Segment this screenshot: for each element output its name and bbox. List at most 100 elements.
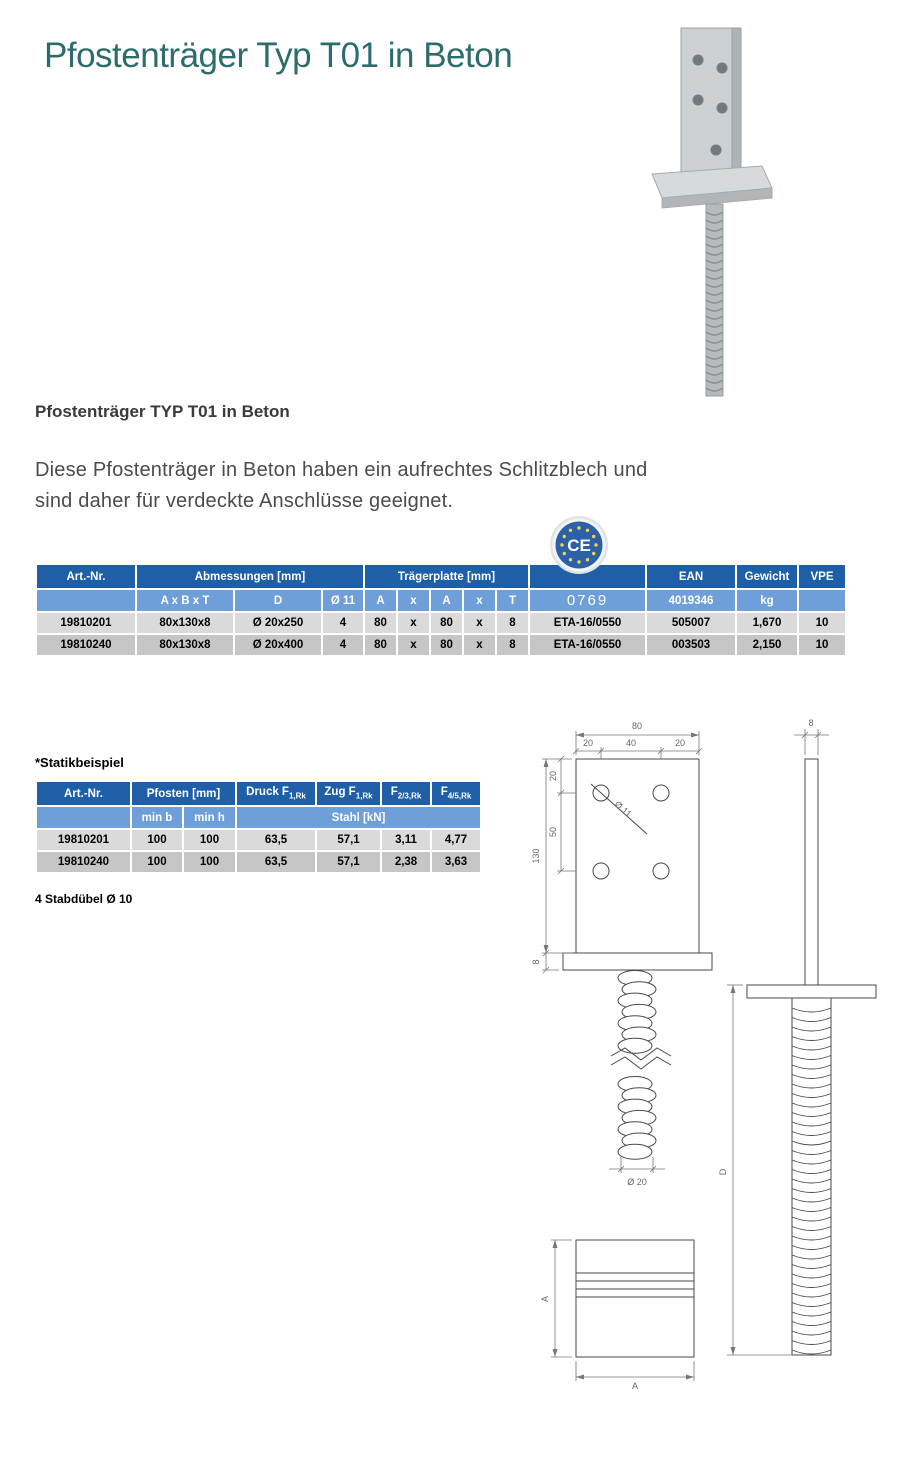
statik-note: 4 Stabdübel Ø 10 [35,892,133,906]
subcell-minh: min h [181,805,238,830]
front-view: 80 20 40 20 130 20 50 8 Ø 11 Ø 20 [531,721,713,1187]
front-dim-arrows [543,732,699,953]
dim-front-height-label: 130 [531,848,541,863]
side-rod-ribs [791,1007,832,1355]
subcell-x1: x [396,588,431,613]
side-view: 8 D [718,718,877,1356]
subcell-notified-body: 0769 [528,588,647,613]
bottom-dim-lines [551,1239,695,1381]
table-row: 19810240 80x130x8 Ø 20x400 4 80 x 80 x 8… [35,633,847,657]
side-base-plate [746,984,877,999]
dim-side-length-label: D [718,1168,728,1175]
technical-drawing: 80 20 40 20 130 20 50 8 Ø 11 Ø 20 [531,718,877,1391]
col-vpe: VPE [797,563,847,590]
front-dim-lines [542,731,703,1173]
cell: 80x130x8 [135,611,235,635]
table-row: 19810201 80x130x8 Ø 20x250 4 80 x 80 x 8… [35,611,847,635]
product-plate-holes [692,54,728,156]
cell: 100 [130,850,184,874]
cell: 100 [130,828,184,852]
dim-bottom-height-label: A [540,1296,550,1302]
cell: 80 [363,633,398,657]
cell: 4 [321,611,365,635]
cell: 10 [797,611,847,635]
dim-bottom-width-label: A [632,1381,638,1391]
col-gewicht: Gewicht [735,563,799,590]
col-traegerplatte: Trägerplatte [mm] [363,563,530,590]
side-dim-arrows [730,985,736,1355]
cell: 3,11 [380,828,433,852]
subcell-a1: A [363,588,398,613]
col-abmessungen: Abmessungen [mm] [135,563,365,590]
cell: 4 [321,633,365,657]
front-rod-coil-lower [617,1076,657,1160]
subcell [797,588,847,613]
subcell-ean-prefix: 4019346 [645,588,737,613]
front-rod-coil-upper [617,970,657,1054]
col-artnr: Art.-Nr. [35,563,137,590]
col-zug: Zug F1,Rk [315,780,383,807]
statik-table: Art.-Nr. Pfosten [mm] Druck F1,Rk Zug F1… [35,780,483,874]
cell: 505007 [645,611,737,635]
dim-front-width-label: 80 [632,721,642,731]
subcell [35,588,137,613]
cell: x [396,633,431,657]
ce-label: CE [567,536,591,555]
cell: 8 [495,611,530,635]
product-image [651,27,773,397]
description-line-2: sind daher für verdeckte Anschlüsse geei… [35,490,454,512]
subcell [35,805,132,830]
side-rod [791,997,832,1356]
cell: x [462,611,497,635]
cell: 8 [495,633,530,657]
cell: 57,1 [315,828,383,852]
front-base-plate [562,952,713,971]
col-druck: Druck F1,Rk [235,780,318,807]
col-pfosten: Pfosten [mm] [129,780,238,807]
bottom-slot-lines [576,1272,694,1298]
product-table: Art.-Nr. Abmessungen [mm] Trägerplatte [… [35,563,847,657]
col-f23: F2/3,Rk [380,780,433,807]
description: Diese Pfostenträger in Beton haben ein a… [35,455,725,517]
cell: 80x130x8 [135,633,235,657]
dim-front-hole-spacing-label: 50 [548,827,558,837]
break-symbol [610,1047,672,1070]
subcell-minb: min b [130,805,184,830]
subcell-d: D [233,588,323,613]
col-ean: EAN [645,563,737,590]
bottom-dim-arrows [552,1240,694,1380]
cell: x [396,611,431,635]
table-row: 19810240 100 100 63,5 57,1 2,38 3,63 [35,850,483,874]
cell: x [462,633,497,657]
product-table-subheader-row: A x B x T D Ø 11 A x A x T 0769 4019346 … [35,588,847,613]
subcell-o11: Ø 11 [321,588,365,613]
cell: 100 [181,850,238,874]
hole-dia-leader-line [590,783,648,835]
cell: 63,5 [235,828,318,852]
cell: ETA-16/0550 [528,633,647,657]
col-artnr: Art.-Nr. [35,780,132,807]
cell: Ø 20x400 [233,633,323,657]
dim-front-seg-mid-label: 40 [626,738,636,748]
subcell-axbxt: A x B x T [135,588,235,613]
statik-header-row: Art.-Nr. Pfosten [mm] Druck F1,Rk Zug F1… [35,780,483,807]
page-title: Pfostenträger Typ T01 in Beton [44,36,513,75]
dim-side-thickness-label: 8 [808,718,813,728]
ce-stars-ring [560,526,598,564]
dim-front-seg-left-label: 20 [583,738,593,748]
bottom-plate-outline [575,1239,695,1358]
statik-subheader-row: min b min h Stahl [kN] [35,805,483,830]
subcell-t: T [495,588,530,613]
col-f45: F4/5,Rk [430,780,483,807]
product-table-header-row: Art.-Nr. Abmessungen [mm] Trägerplatte [… [35,563,847,590]
subcell-stahl: Stahl [kN] [235,805,483,830]
cell: 2,38 [380,850,433,874]
cell: 63,5 [235,850,318,874]
side-plate [804,758,819,986]
dim-front-top-offset-label: 20 [548,771,558,781]
cell: 4,77 [430,828,483,852]
cell: 80 [429,633,464,657]
ce-badge: CE [550,516,608,574]
dim-front-seg-right-label: 20 [675,738,685,748]
cell: Ø 20x250 [233,611,323,635]
